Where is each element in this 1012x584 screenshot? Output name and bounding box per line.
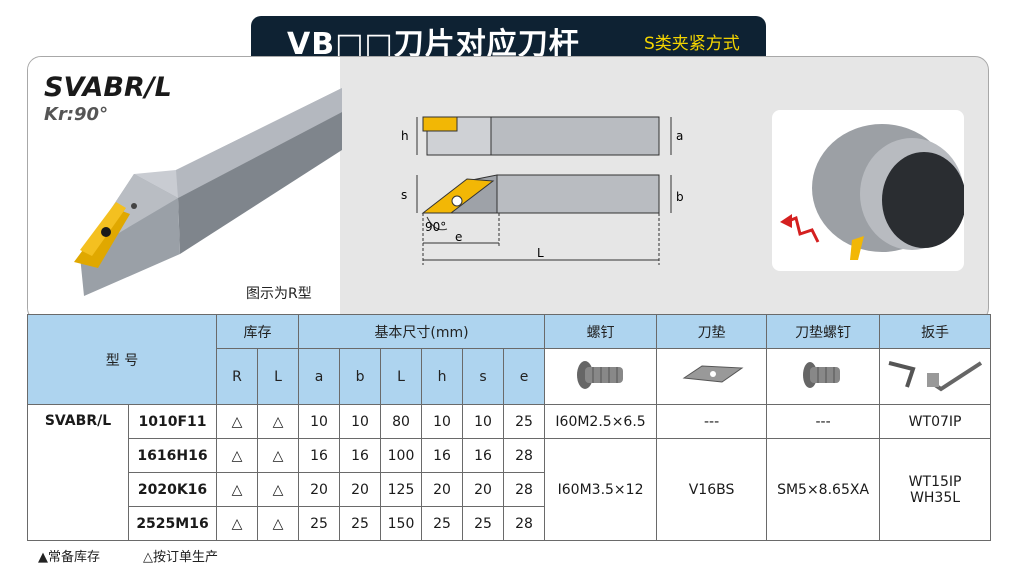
row-code: 2020K16	[127, 472, 218, 507]
model-name: SVABR/L	[44, 72, 172, 103]
cell-screw: I60M2.5×6.5	[544, 404, 658, 439]
row-code: 1010F11	[127, 404, 218, 439]
wrench-line-2: WH35L	[910, 489, 961, 506]
cell-R: △	[216, 472, 259, 507]
header-row: 型 号 库存 基本尺寸(mm) 螺钉 刀垫 刀垫螺钉 扳手	[26, 314, 992, 405]
col-screw: 螺钉	[544, 314, 658, 349]
subheader-row: R L a b L h s e	[28, 348, 992, 405]
cell-Ld: 125	[380, 472, 423, 507]
dim-label-s: s	[401, 188, 407, 202]
cell-wrench: WT07IP	[879, 404, 992, 439]
cell-b: 10	[339, 404, 382, 439]
cell-h: 16	[421, 438, 464, 473]
cell-L: △	[257, 506, 300, 541]
subcol-b: b	[339, 348, 382, 405]
cell-L: △	[257, 438, 300, 473]
cell-b: 16	[339, 438, 382, 473]
col-shim-screw: 刀垫螺钉	[766, 314, 881, 349]
cell-shim: V16BS	[656, 438, 768, 541]
col-wrench: 扳手	[879, 314, 992, 349]
dim-label-h: h	[401, 129, 409, 143]
kr-angle-label: Kr:90°	[44, 104, 109, 125]
cell-R: △	[216, 438, 259, 473]
family-label: SVABR/L	[27, 404, 129, 541]
cell-screw: I60M3.5×12	[544, 438, 658, 541]
col-type: 型 号	[26, 314, 218, 405]
angle-label: 90°	[425, 220, 446, 234]
table-row: 2020K16 △ △ 20 20 125 20 20 28	[28, 472, 991, 507]
dim-label-a: a	[676, 129, 683, 143]
dim-label-b: b	[676, 190, 684, 204]
cell-Ld: 150	[380, 506, 423, 541]
shim-screw-image	[766, 348, 881, 405]
cell-L: △	[257, 472, 300, 507]
cell-a: 16	[298, 438, 341, 473]
cell-L: △	[257, 404, 300, 439]
clamp-type-label: S类夹紧方式	[644, 34, 740, 54]
cell-wrench: WT15IP WH35L	[879, 438, 992, 541]
subcol-s: s	[462, 348, 505, 405]
title-bar	[251, 16, 766, 56]
wrench-image	[879, 348, 992, 405]
row-code: 2525M16	[127, 506, 218, 541]
row-code: 1616H16	[127, 438, 218, 473]
figure-caption: 图示为R型	[246, 286, 312, 302]
spec-table: 型 号 库存 基本尺寸(mm) 螺钉 刀垫 刀垫螺钉 扳手 R L a b L …	[26, 314, 992, 541]
cell-R: △	[216, 506, 259, 541]
table-row: SVABR/L 1010F11 △ △ 10 10 80 10 10 25 I6…	[27, 404, 992, 541]
subcol-h: h	[421, 348, 464, 405]
table-row: 2525M16 △ △ 25 25 150 25 25 28	[28, 506, 991, 541]
cell-h: 10	[421, 404, 464, 439]
cell-s: 16	[462, 438, 505, 473]
col-stock: 库存	[216, 314, 300, 349]
cell-h: 25	[421, 506, 464, 541]
cell-h: 20	[421, 472, 464, 507]
cell-e: 28	[503, 472, 546, 507]
cell-Ld: 100	[380, 438, 423, 473]
col-shim: 刀垫	[656, 314, 768, 349]
col-dimensions: 基本尺寸(mm)	[298, 314, 546, 349]
legend-made-to-order: △按订单生产	[143, 550, 218, 565]
cell-s: 10	[462, 404, 505, 439]
cell-shim-screw: SM5×8.65XA	[766, 438, 881, 541]
shim-image	[656, 348, 768, 405]
cell-e: 28	[503, 438, 546, 473]
dimension-drawing: h a s b 90° e L	[401, 116, 684, 265]
clamp-photo	[772, 110, 966, 271]
wrench-line-1: WT15IP	[908, 473, 962, 490]
subcol-L: L	[257, 348, 300, 405]
subcol-R: R	[216, 348, 259, 405]
cell-b: 20	[339, 472, 382, 507]
subcol-a: a	[298, 348, 341, 405]
cell-e: 25	[503, 404, 546, 439]
subcol-Ld: L	[380, 348, 423, 405]
cell-a: 10	[298, 404, 341, 439]
cell-e: 28	[503, 506, 546, 541]
dim-label-L: L	[537, 246, 544, 260]
cell-s: 20	[462, 472, 505, 507]
legend-in-stock: ▲常备库存	[38, 550, 100, 565]
tool-holder-illustration	[74, 88, 342, 296]
cell-shim-screw: ---	[766, 404, 881, 439]
cell-a: 25	[298, 506, 341, 541]
dim-label-e: e	[455, 230, 462, 244]
cell-b: 25	[339, 506, 382, 541]
subcol-e: e	[503, 348, 546, 405]
screw-image	[544, 348, 658, 405]
cell-a: 20	[298, 472, 341, 507]
cell-R: △	[216, 404, 259, 439]
cell-Ld: 80	[380, 404, 423, 439]
table-row: 1616H16 △ △ 16 16 100 16 16 28 I60M3.5×1…	[28, 438, 992, 541]
cell-s: 25	[462, 506, 505, 541]
cell-shim: ---	[656, 404, 768, 439]
